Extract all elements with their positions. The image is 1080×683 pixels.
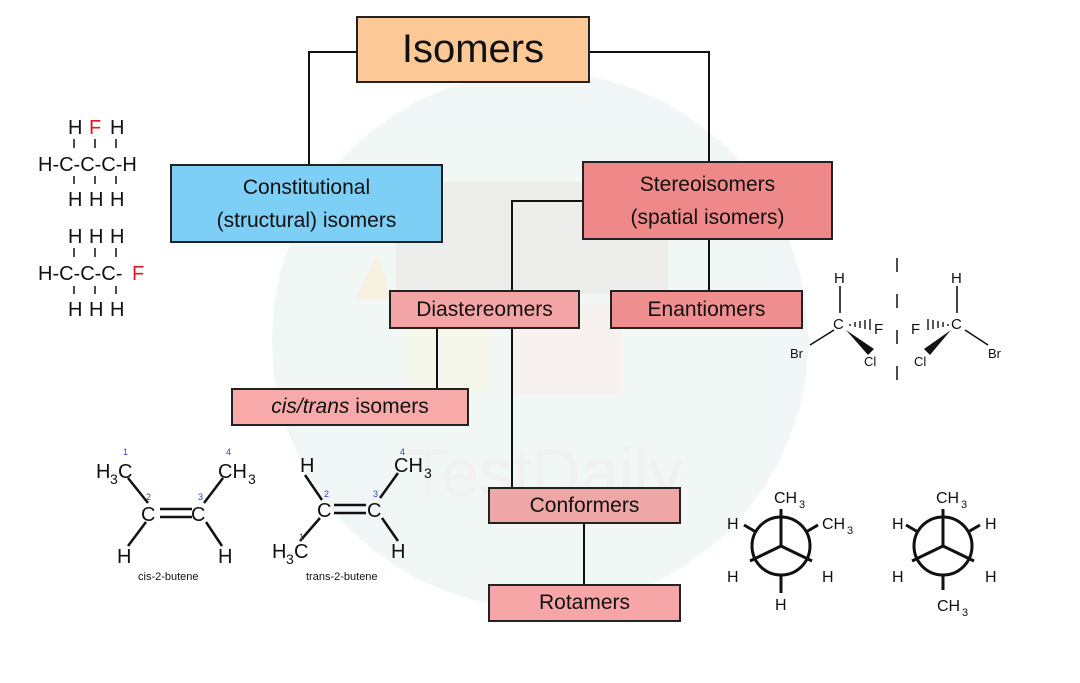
carbon-number: 1 [123,447,128,457]
connector-lines [308,51,710,585]
wedge-bond [924,330,951,355]
node-label-rest: isomers [349,395,429,418]
node-label-line2: (spatial isomers) [630,205,785,229]
newman-projection-eclipsed: CH 3 H CH 3 H H H [727,490,853,614]
atom-h: H [834,270,845,287]
atom-ch3: CH [218,461,247,483]
carbon-number: 2 [146,492,151,502]
carbon-chain: H-C-C-C-H [38,154,137,176]
atom-c: C [141,504,155,526]
atom-c: C [317,500,331,522]
atom-h: H [985,516,997,533]
atom-h: H [110,299,124,321]
atom-ch3: CH [394,455,423,477]
atom-c: C [294,541,308,563]
node-diastereomers: Diastereomers [389,290,580,329]
atom-h3: H [96,461,110,483]
atom-br: Br [988,346,1002,361]
atom-h3: H [272,541,286,563]
subscript: 3 [424,465,432,481]
atom-h: H [89,226,103,248]
newman-projection-staggered: CH 3 H H H H CH 3 [892,490,997,619]
enantiomer-pair: H C F Br Cl H C F Br Cl [790,258,1002,388]
carbon-chain: H-C-C-C- [38,263,122,285]
atom-cl: Cl [864,354,876,369]
atom-c: C [367,500,381,522]
atom-h: H [110,117,124,139]
atom-f: F [874,321,883,338]
node-constitutional-isomers: Constitutional (structural) isomers [170,164,443,243]
atom-h: H [727,569,739,586]
atom-h: H [89,299,103,321]
node-label: Isomers [401,27,545,71]
subscript: 3 [799,499,805,511]
node-stereoisomers: Stereoisomers (spatial isomers) [582,161,833,240]
atom-h: H [218,546,232,568]
node-label: Rotamers [538,591,631,614]
atom-br: Br [790,346,804,361]
atom-f: F [89,117,101,139]
node-label: Conformers [529,493,640,517]
atom-c: C [191,504,205,526]
molecule-label: trans-2-butene [306,571,378,583]
atom-ch3: CH [937,598,960,615]
atom-f: F [132,263,144,285]
subscript: 3 [248,471,256,487]
atom-h: H [68,299,82,321]
atom-h: H [110,226,124,248]
node-conformers: Conformers [488,487,681,524]
atom-c: C [951,316,962,333]
atom-ch3: CH [774,490,797,507]
node-rotamers: Rotamers [488,584,681,622]
atom-h: H [110,189,124,211]
molecule-label: cis-2-butene [138,571,199,583]
fluoropropane-structures: H F H H-C-C-C-H H H H H H H H-C-C-C- F H… [38,117,144,321]
carbon-number: 3 [198,492,203,502]
atom-cl: Cl [914,354,926,369]
atom-h: H [300,455,314,477]
atom-h: H [822,569,834,586]
node-label-line2: (structural) isomers [216,208,397,232]
atom-h: H [68,226,82,248]
atom-h: H [892,516,904,533]
carbon-number: 2 [324,489,329,499]
atom-h: H [117,546,131,568]
atom-c: C [833,316,844,333]
atom-c: C [118,461,132,483]
atom-h: H [68,189,82,211]
node-label-italic: cis/trans [271,395,350,418]
subscript: 3 [286,551,294,567]
subscript: 3 [961,499,967,511]
atom-h: H [951,270,962,287]
node-label: cis/trans isomers [271,395,429,419]
atom-h: H [892,569,904,586]
atom-h: H [68,117,82,139]
node-label: Enantiomers [647,297,766,321]
node-label-line1: Stereoisomers [639,172,776,196]
trans-2-butene-structure: H C C CH 3 H 3 C H 1 2 3 4 trans-2-buten… [272,447,432,583]
atom-h: H [89,189,103,211]
atom-h: H [985,569,997,586]
subscript: 3 [962,607,968,619]
node-cis-trans-isomers: cis/trans isomers [231,388,469,426]
atom-ch3: CH [936,490,959,507]
atom-h: H [775,597,787,614]
node-label: Diastereomers [416,297,553,321]
carbon-number: 4 [226,447,231,457]
atom-ch3: CH [822,516,845,533]
subscript: 3 [847,525,853,537]
node-enantiomers: Enantiomers [610,290,803,329]
carbon-number: 1 [299,532,304,542]
node-label-line1: Constitutional [242,175,371,199]
atom-h: H [727,516,739,533]
carbon-number: 4 [400,447,405,457]
carbon-number: 3 [373,489,378,499]
subscript: 3 [110,471,118,487]
atom-f: F [911,321,920,338]
wedge-bond [846,330,874,355]
node-isomers: Isomers [356,16,590,83]
cis-2-butene-structure: H 3 C CH 3 C C H H 1 2 3 4 cis-2-butene [96,447,256,583]
atom-h: H [391,541,405,563]
